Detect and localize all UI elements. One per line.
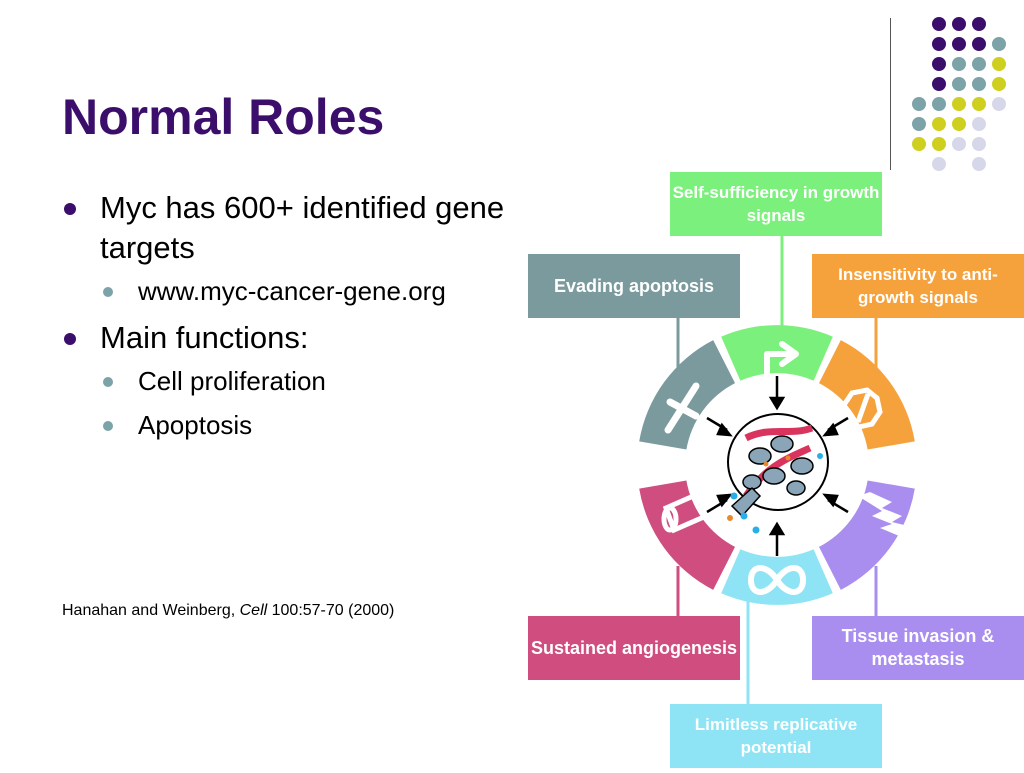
decorative-dot: [952, 57, 966, 71]
ring-segment-magenta: [639, 480, 735, 590]
decorative-dot: [972, 137, 986, 151]
decorative-dot: [972, 117, 986, 131]
inner-arrows: [706, 376, 849, 556]
bullet-item-main-functions: Main functions: Cell proliferation Apopt…: [62, 318, 512, 442]
decorative-dot: [912, 117, 926, 131]
decorative-dot: [972, 37, 986, 51]
decorative-dot: [992, 97, 1006, 111]
bullet-item-gene-targets: Myc has 600+ identified gene targets www…: [62, 188, 512, 308]
decorative-dot: [952, 17, 966, 31]
decorative-dot: [972, 157, 986, 171]
infinity-icon: [747, 565, 807, 595]
decorative-dot: [932, 37, 946, 51]
stop-sign-icon: [841, 387, 883, 430]
decorative-dot: [932, 57, 946, 71]
label-invasion: Tissue invasion & metastasis: [812, 616, 1024, 680]
citation: Hanahan and Weinberg, Cell 100:57-70 (20…: [62, 602, 394, 620]
decorative-dot: [932, 117, 946, 131]
bullet-text: Myc has 600+ identified gene targets: [100, 190, 505, 265]
decorative-dot: [932, 77, 946, 91]
decorative-dot: [912, 137, 926, 151]
sub-bullet-list: Cell proliferation Apoptosis: [100, 364, 512, 442]
decorative-dot: [952, 37, 966, 51]
label-replicative: Limitless replicative potential: [670, 704, 882, 768]
ring-segment-purple: [819, 480, 915, 590]
label-evading-apoptosis: Evading apoptosis: [528, 254, 740, 318]
decorative-dot: [932, 137, 946, 151]
decorative-dot: [972, 17, 986, 31]
decorative-dot: [952, 137, 966, 151]
decorative-dot: [952, 97, 966, 111]
decorative-dot: [932, 157, 946, 171]
label-angiogenesis: Sustained angiogenesis: [528, 616, 740, 680]
decorative-dot: [952, 77, 966, 91]
decorative-dot: [952, 117, 966, 131]
label-self-sufficiency: Self-sufficiency in growth signals: [670, 172, 882, 236]
citation-volume: 100:57-70 (2000): [267, 602, 395, 619]
decorative-dot: [932, 97, 946, 111]
slide-title: Normal Roles: [62, 89, 385, 145]
decorative-dot: [972, 77, 986, 91]
divider-line: [890, 18, 891, 170]
sub-bullet-list: www.myc-cancer-gene.org: [100, 274, 512, 308]
hallmarks-wheel: [639, 236, 915, 706]
citation-authors: Hanahan and Weinberg,: [62, 602, 240, 619]
decorative-dot: [932, 17, 946, 31]
label-insensitivity: Insensitivity to anti-growth signals: [812, 254, 1024, 318]
decorative-dot: [992, 57, 1006, 71]
sub-bullet-apoptosis: Apoptosis: [100, 408, 512, 442]
tumor-cell-cluster: [727, 413, 829, 534]
citation-journal: Cell: [239, 602, 268, 619]
decorative-dot: [972, 57, 986, 71]
decorative-dot: [992, 37, 1006, 51]
invasion-zigzag-icon: [858, 492, 908, 538]
decorative-dot: [972, 97, 986, 111]
blood-vessel-icon: [661, 490, 710, 534]
decorative-dot: [992, 77, 1006, 91]
growth-arrow-icon: [764, 341, 799, 381]
sub-bullet-website: www.myc-cancer-gene.org: [100, 274, 512, 308]
cross-icon: [664, 382, 700, 434]
hallmarks-figure: Self-sufficiency in growth signals Evadi…: [520, 166, 1024, 768]
sub-bullet-cell-proliferation: Cell proliferation: [100, 364, 512, 398]
bullet-text: Main functions:: [100, 320, 309, 355]
decorative-dot: [912, 97, 926, 111]
bullet-list: Myc has 600+ identified gene targets www…: [62, 188, 512, 452]
